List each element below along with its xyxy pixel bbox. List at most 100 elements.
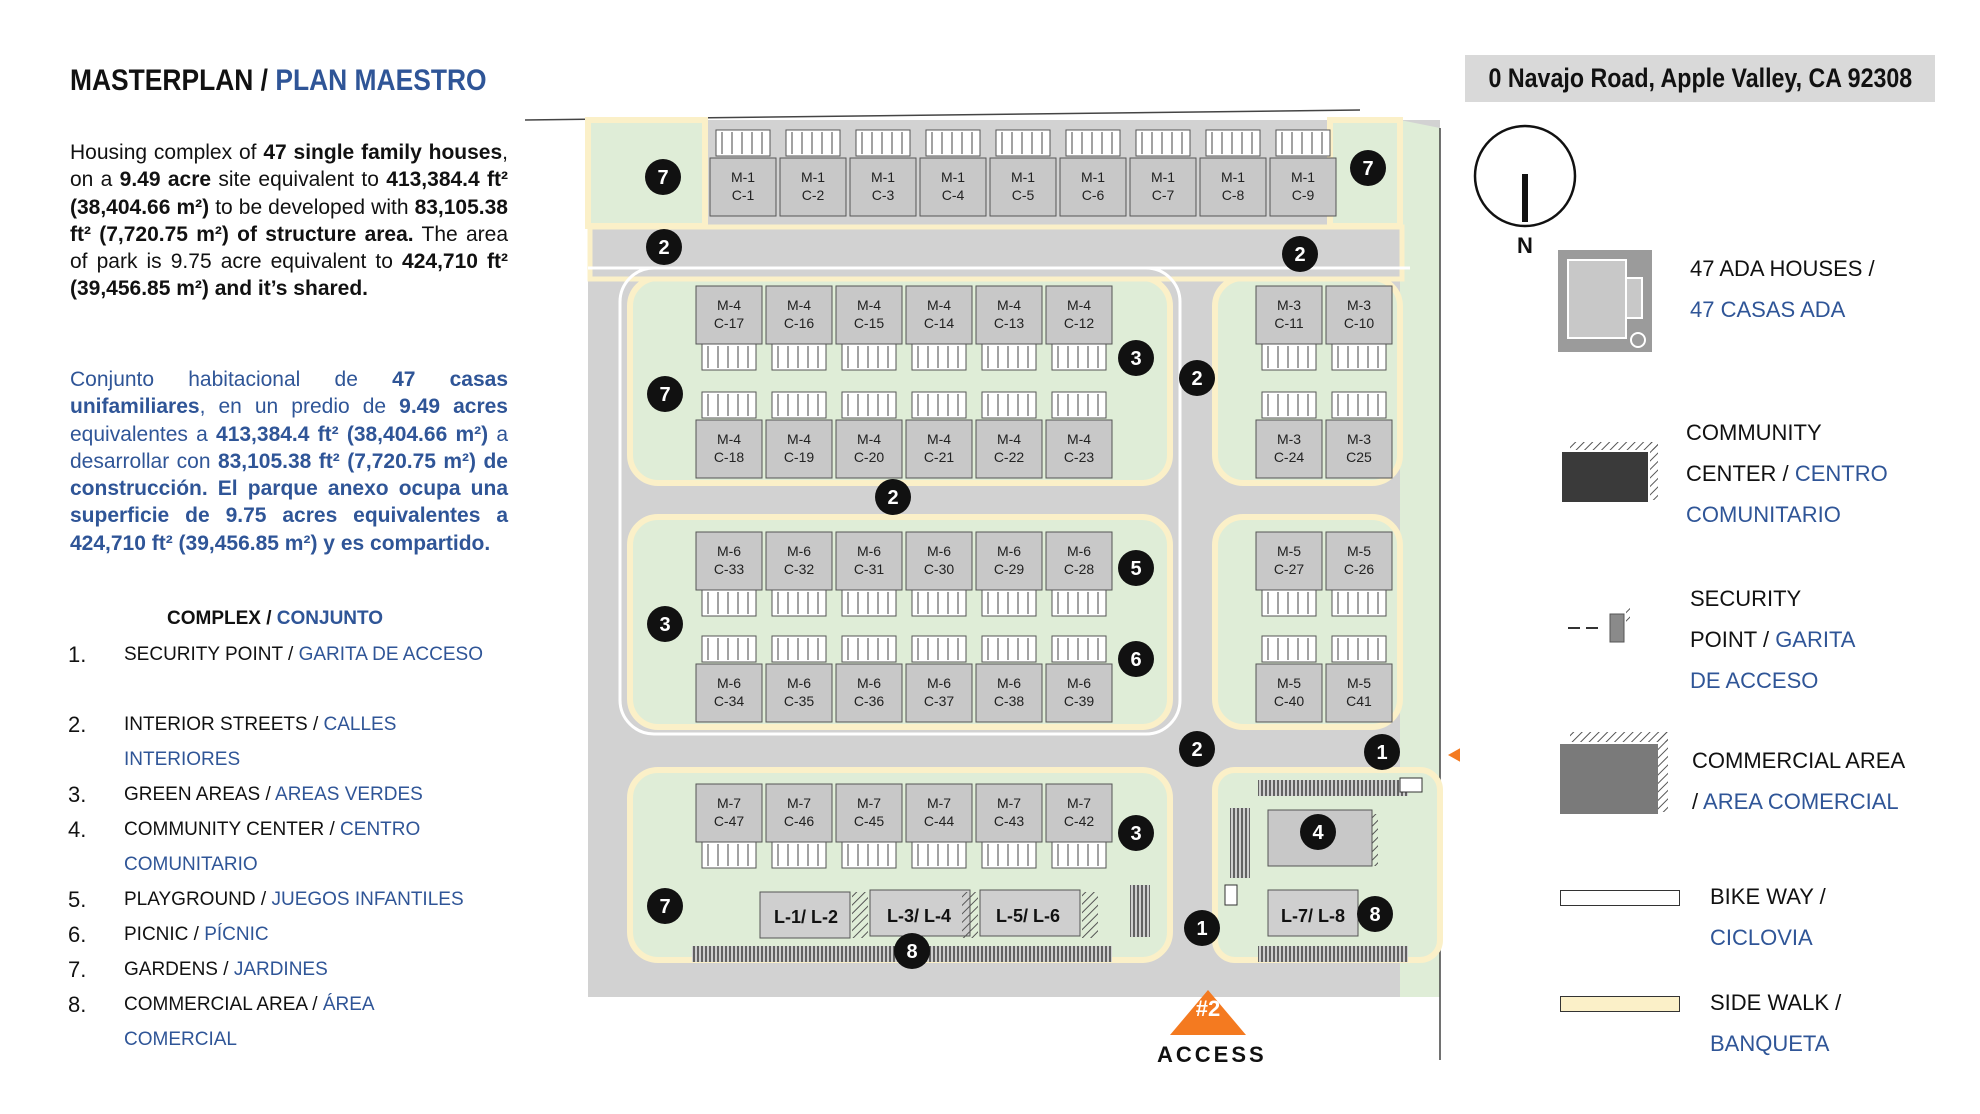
house-unit [905, 783, 973, 843]
marker-2-badge[interactable] [875, 479, 911, 515]
house-unit [765, 663, 833, 723]
house-driveway [981, 589, 1037, 617]
house-unit [1255, 531, 1323, 591]
house-unit [1045, 663, 1113, 723]
legend-number: 4. [68, 817, 87, 842]
access-1-marker[interactable]: #1 [1448, 720, 1460, 790]
house-driveway [1261, 343, 1317, 371]
house-unit-label: C-38 [994, 693, 1025, 709]
house-unit [1255, 663, 1323, 723]
key-commercial: COMMERCIAL AREA / AREA COMERCIAL [1692, 740, 1905, 822]
legend-text: COMMERCIAL AREA / ÁREA COMERCIAL [124, 987, 488, 1057]
marker-number: 3 [1130, 348, 1141, 370]
key-sidewalk: SIDE WALK / BANQUETA [1710, 982, 1841, 1064]
access-2-marker[interactable]: #2 [1170, 990, 1246, 1035]
house-unit-label: C-21 [924, 449, 955, 465]
lot-l3-l4 [869, 889, 971, 937]
marker-7-badge[interactable] [1350, 150, 1386, 186]
house-driveway [981, 391, 1037, 419]
key-houses-es: 47 CASAS ADA [1690, 297, 1846, 322]
desc-en-text: , on a [70, 141, 508, 192]
house-driveway [1051, 635, 1107, 663]
marker-4-badge[interactable] [1300, 814, 1336, 850]
marker-3-badge[interactable] [1118, 340, 1154, 376]
house-model-label: M-6 [1067, 675, 1091, 691]
house-unit [835, 419, 903, 479]
desc-es-text: , en un predio de [199, 395, 400, 419]
marker-8-badge[interactable] [894, 933, 930, 969]
marker-5-badge[interactable] [1118, 550, 1154, 586]
house-unit-label: C-13 [994, 315, 1025, 331]
desc-es-text: Conjunto habitacional de [70, 368, 393, 391]
house-model-label: M-5 [1277, 543, 1301, 559]
marker-3-badge[interactable] [1118, 815, 1154, 851]
legend-en: SECURITY POINT / [124, 644, 294, 665]
house-driveway [1331, 635, 1387, 663]
house-model-label: M-6 [717, 543, 741, 559]
marker-2-badge[interactable] [646, 229, 682, 265]
house-driveway [1331, 391, 1387, 419]
house-driveway [1261, 589, 1317, 617]
house-model-label: M-1 [1011, 169, 1035, 185]
marker-number: 7 [1362, 158, 1373, 180]
access-2-word: ACCESS [1157, 1042, 1267, 1067]
marker-number: 5 [1130, 558, 1141, 580]
marker-3-badge[interactable] [647, 606, 683, 642]
house-unit [765, 419, 833, 479]
key-community-es: CENTRO [1794, 461, 1888, 486]
house-model-label: M-4 [787, 431, 811, 447]
house-driveway [841, 589, 897, 617]
marker-2-badge[interactable] [1282, 236, 1318, 272]
house-driveway [771, 391, 827, 419]
house-unit [1325, 663, 1393, 723]
legend-number: 8. [68, 992, 87, 1017]
house-driveway [785, 129, 841, 157]
marker-number: 8 [1369, 904, 1380, 926]
house-model-label: M-4 [717, 431, 741, 447]
marker-8-badge[interactable] [1357, 896, 1393, 932]
house-unit [1269, 157, 1337, 217]
marker-6-badge[interactable] [1118, 641, 1154, 677]
house-unit-label: C-14 [924, 315, 955, 331]
marker-1-badge[interactable] [1184, 910, 1220, 946]
house-model-label: M-1 [731, 169, 755, 185]
marker-2-badge[interactable] [1179, 731, 1215, 767]
legend-en: INTERIOR STREETS / [124, 714, 319, 735]
legend-text: INTERIOR STREETS / CALLES INTERIORES [124, 707, 488, 777]
house-unit [709, 157, 777, 217]
marker-1-badge[interactable] [1364, 734, 1400, 770]
marker-2-badge[interactable] [1179, 360, 1215, 396]
marker-number: 3 [1130, 823, 1141, 845]
house-unit-label: C-30 [924, 561, 955, 577]
bike-way-swatch [1560, 890, 1680, 906]
key-sidewalk-en: SIDE WALK / [1710, 990, 1842, 1015]
house-model-label: M-4 [717, 297, 741, 313]
marker-7-badge[interactable] [645, 159, 681, 195]
legend-number: 6. [68, 922, 87, 947]
house-unit [765, 531, 833, 591]
lot-label: L-7/ L-8 [1281, 906, 1345, 926]
legend-text: PICNIC / PÍCNIC [124, 917, 488, 952]
house-driveway [1331, 589, 1387, 617]
house-model-label: M-1 [1221, 169, 1245, 185]
house-model-label: M-5 [1347, 675, 1371, 691]
house-model-label: M-4 [857, 297, 881, 313]
marker-7-badge[interactable] [647, 888, 683, 924]
legend-text: SECURITY POINT / GARITA DE ACCESO [124, 637, 488, 672]
house-unit-label: C-29 [994, 561, 1025, 577]
address-banner: 0 Navajo Road, Apple Valley, CA 92308 [1465, 55, 1935, 102]
house-unit-label: C-6 [1082, 187, 1105, 203]
house-driveway [841, 841, 897, 869]
house-unit-label: C-12 [1064, 315, 1095, 331]
lot-label: L-3/ L-4 [887, 906, 951, 926]
marker-7-badge[interactable] [647, 376, 683, 412]
house-unit-label: C-36 [854, 693, 885, 709]
legend-en: PLAYGROUND / [124, 889, 267, 910]
house-model-label: M-4 [927, 431, 951, 447]
marker-number: 4 [1312, 822, 1324, 844]
house-unit [695, 531, 763, 591]
house-driveway [701, 841, 757, 869]
north-arrow: N [1473, 124, 1577, 258]
house-unit [989, 157, 1057, 217]
marker-number: 7 [659, 896, 670, 918]
